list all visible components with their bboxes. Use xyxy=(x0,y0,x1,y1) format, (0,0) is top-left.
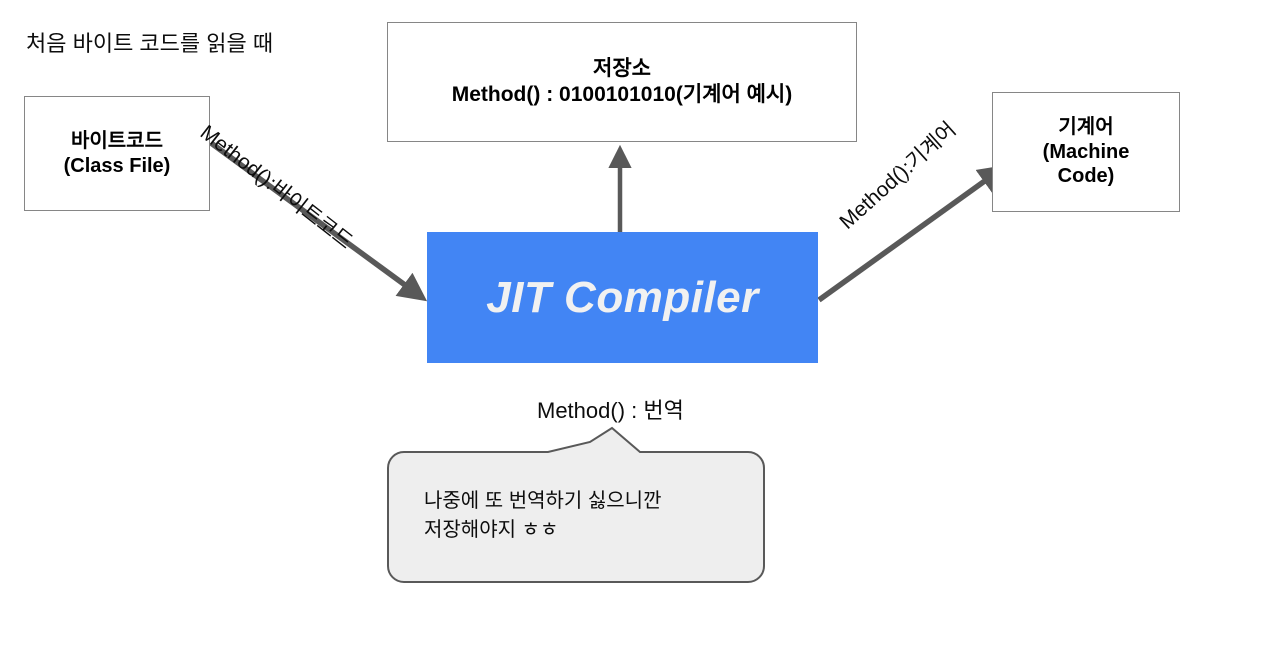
node-jit-compiler[interactable]: JIT Compiler xyxy=(427,232,818,363)
edge-label-jit-translate-note: Method() : 번역 xyxy=(537,398,684,423)
speech-bubble-text: 나중에 또 번역하기 싫으니깐 저장해야지 ㅎㅎ xyxy=(424,487,744,545)
arrow-jit-to-machine xyxy=(817,164,1008,303)
page-title: 처음 바이트 코드를 읽을 때 xyxy=(26,31,274,56)
node-storage[interactable]: 저장소 Method() : 0100101010(기계어 예시) xyxy=(387,22,857,142)
edge-label-bytecode-to-jit: Method():바이트코드 xyxy=(195,120,357,254)
node-jit-compiler-label: JIT Compiler xyxy=(486,272,759,322)
node-storage-title: 저장소 xyxy=(593,57,651,81)
node-bytecode[interactable]: 바이트코드 (Class File) xyxy=(24,96,210,211)
node-bytecode-subtitle: (Class File) xyxy=(63,154,171,177)
node-machine-code[interactable]: 기계어 (Machine Code) xyxy=(992,92,1180,212)
speech-bubble-line-2: 저장해야지 ㅎㅎ xyxy=(424,519,559,541)
node-machine-code-subtitle-2: Code) xyxy=(1057,165,1115,188)
node-machine-code-subtitle-1: (Machine xyxy=(1042,140,1130,163)
node-bytecode-title: 바이트코드 xyxy=(70,130,163,153)
node-storage-detail: Method() : 0100101010(기계어 예시) xyxy=(451,83,793,106)
node-machine-code-title: 기계어 xyxy=(1058,116,1114,139)
speech-bubble-line-1: 나중에 또 번역하기 싫으니깐 xyxy=(424,490,662,512)
